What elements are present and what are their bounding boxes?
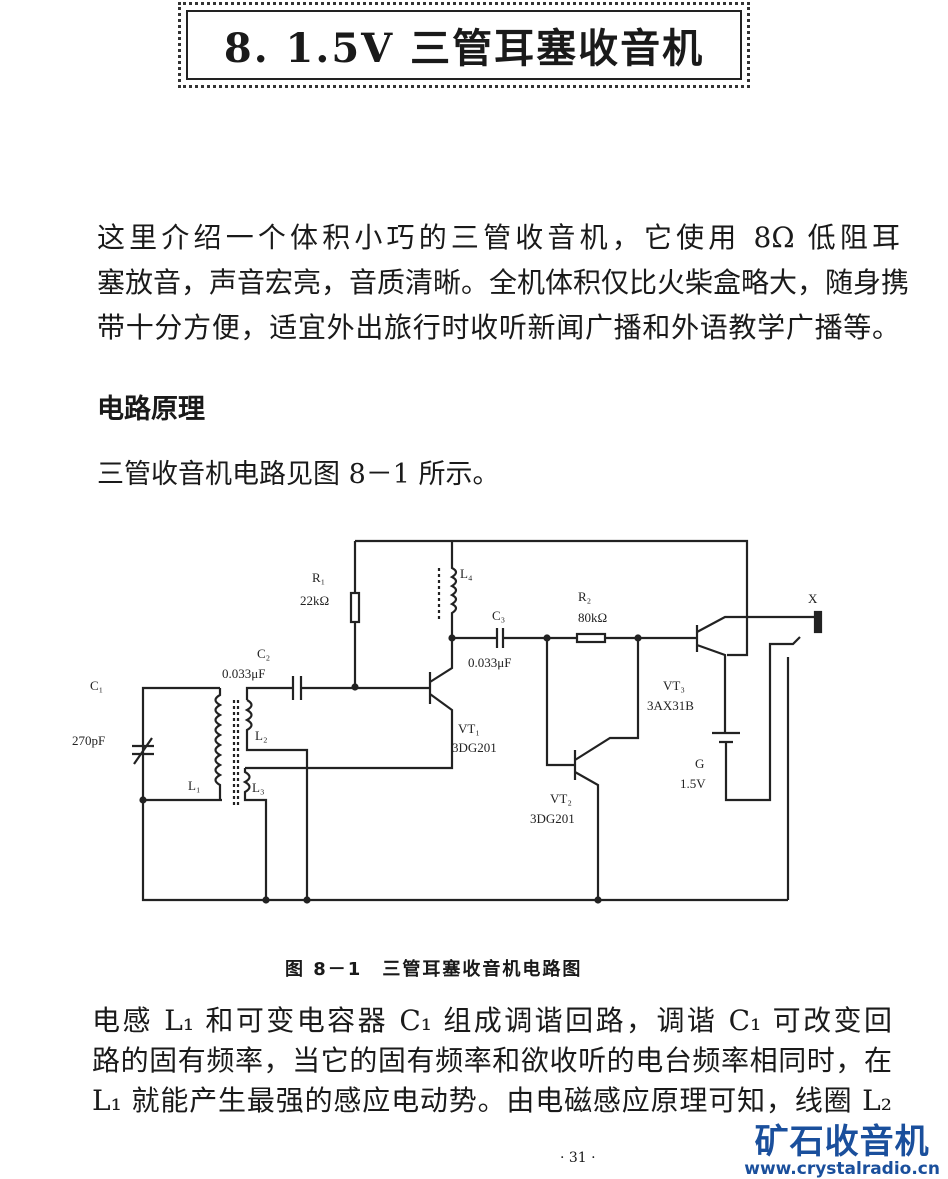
- junction-dot: [139, 796, 147, 804]
- label-g-value: 1.5V: [680, 776, 706, 791]
- inductor-l3: [242, 768, 268, 900]
- label-l2: L₂: [255, 728, 267, 743]
- label-c2-value: 0.033μF: [222, 666, 265, 681]
- wire-top-rail: [355, 539, 749, 657]
- label-x: X: [808, 591, 818, 606]
- label-vt2-value: 3DG201: [530, 811, 575, 826]
- body-line: 路的固有频率，当它的固有频率和欲收听的电台频率相同时，在: [92, 1044, 892, 1077]
- label-c2: C₂: [257, 646, 270, 661]
- label-l1: L₁: [188, 778, 200, 793]
- capacitor-c3: [495, 628, 505, 648]
- page-title: 8. 1.5V 三管耳塞收音机: [223, 25, 705, 72]
- junction-dot: [351, 683, 359, 691]
- battery-g: [712, 636, 801, 802]
- inductor-l4: [449, 541, 496, 640]
- capacitor-c2: [291, 676, 303, 700]
- transistor-vt2: [545, 638, 640, 900]
- wire-tank: [141, 686, 788, 902]
- junction-dot: [303, 896, 311, 904]
- junction-dot: [262, 896, 270, 904]
- inductor-l2: [244, 699, 309, 900]
- intro-line: 这里介绍一个体积小巧的三管收音机，它使用 8Ω 低阻耳: [97, 221, 900, 254]
- intro-line: 塞放音，声音宏亮，音质清晰。全机体积仅比火柴盒略大，随身携: [97, 266, 910, 299]
- section-heading: 电路原理: [97, 394, 205, 425]
- label-r2: R₂: [578, 589, 591, 604]
- label-r1: R₁: [312, 570, 325, 585]
- figure-reference: 三管收音机电路见图 8－1 所示。: [97, 459, 500, 490]
- label-vt1-value: 3DG201: [452, 740, 497, 755]
- inductor-l1: [214, 688, 223, 800]
- transistor-vt1: [245, 638, 454, 770]
- earphone-jack-x: [813, 610, 823, 634]
- core-transformer: [232, 700, 240, 805]
- junction-dot: [448, 634, 456, 642]
- body-line: 电感 L₁ 和可变电容器 C₁ 组成调谐回路，调谐 C₁ 可改变回: [92, 1004, 892, 1037]
- figure-caption: 图 8－1 三管耳塞收音机电路图: [285, 959, 583, 980]
- label-r2-value: 80kΩ: [578, 610, 607, 625]
- junction-dot: [594, 896, 602, 904]
- wire-base: [245, 686, 430, 700]
- label-vt3: VT₃: [663, 678, 685, 693]
- watermark-name: 矿石收音机: [754, 1122, 930, 1162]
- variable-capacitor-c1: [132, 737, 154, 765]
- label-l3: L₃: [252, 780, 264, 795]
- label-vt3-value: 3AX31B: [647, 698, 694, 713]
- label-c3-value: 0.033μF: [468, 655, 511, 670]
- label-vt2: VT₂: [550, 791, 572, 806]
- label-c3: C₃: [492, 608, 505, 623]
- transistor-vt3: [695, 615, 815, 733]
- label-l4: L₄: [460, 566, 473, 581]
- title-frame: 8. 1.5V 三管耳塞收音机: [178, 2, 750, 88]
- label-c1: C₁: [90, 678, 103, 693]
- page-number: · 31 ·: [560, 1150, 596, 1166]
- watermark: 矿石收音机 www.crystalradio.cn: [744, 1124, 940, 1178]
- resistor-r2: [575, 632, 607, 644]
- label-vt1: VT₁: [458, 721, 480, 736]
- body-line: L₁ 就能产生最强的感应电动势。由电磁感应原理可知，线圈 L₂: [92, 1084, 892, 1117]
- intro-line: 带十分方便，适宜外出旅行时收听新闻广播和外语教学广播等。: [97, 311, 900, 344]
- resistor-r1: [349, 591, 361, 624]
- wire-jack: [786, 615, 818, 900]
- label-g: G: [695, 756, 704, 771]
- label-r1-value: 22kΩ: [300, 593, 329, 608]
- watermark-url: www.crystalradio.cn: [744, 1159, 940, 1179]
- label-c1-value: 270pF: [72, 733, 105, 748]
